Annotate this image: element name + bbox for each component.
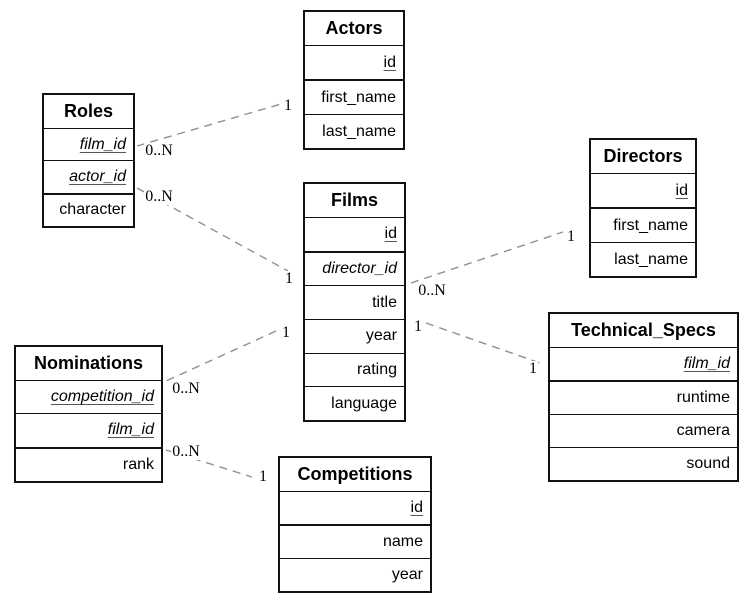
entity-table-nominations[interactable]: Nominations competition_id film_id rank	[14, 345, 163, 483]
field-films-year: year	[305, 319, 404, 353]
cardinality-films-nominations-many: 0..N	[171, 380, 201, 397]
entity-table-competitions[interactable]: Competitions id name year	[278, 456, 432, 593]
field-nominations-rank: rank	[16, 446, 161, 481]
field-nominations-competition-id: competition_id	[16, 380, 161, 413]
field-films-rating: rating	[305, 352, 404, 387]
entity-table-actors[interactable]: Actors id first_name last_name	[303, 10, 405, 150]
entity-table-films[interactable]: Films id director_id title year rating l…	[303, 182, 406, 422]
table-title-competitions: Competitions	[297, 464, 413, 484]
entity-table-roles[interactable]: Roles film_id actor_id character	[42, 93, 135, 228]
field-films-title: title	[305, 285, 404, 319]
field-directors-id: id	[591, 173, 695, 207]
cardinality-films-nominations-one: 1	[281, 324, 291, 341]
field-directors-last-name: last_name	[591, 242, 695, 276]
field-actors-id: id	[305, 45, 403, 79]
table-title-nominations: Nominations	[33, 353, 143, 373]
table-title-films: Films	[330, 190, 378, 210]
field-competitions-name: name	[280, 524, 430, 558]
field-technical-specs-film-id: film_id	[550, 347, 737, 380]
cardinality-films-technical-specs-one-a: 1	[413, 318, 423, 335]
cardinality-roles-actors-one: 1	[283, 97, 293, 114]
cardinality-nominations-competitions-many: 0..N	[171, 443, 201, 460]
field-competitions-id: id	[280, 491, 430, 524]
cardinality-roles-actors-many: 0..N	[144, 142, 174, 159]
cardinality-nominations-competitions-one: 1	[258, 468, 268, 485]
field-technical-specs-runtime: runtime	[550, 380, 737, 414]
field-directors-first-name: first_name	[591, 207, 695, 242]
cardinality-films-technical-specs-one-b: 1	[528, 360, 538, 377]
cardinality-films-directors-many: 0..N	[417, 282, 447, 299]
cardinality-roles-films-one: 1	[284, 270, 294, 287]
field-roles-film-id: film_id	[44, 128, 133, 160]
cardinality-films-directors-one: 1	[566, 228, 576, 245]
relationship-line-films-nominations	[165, 330, 277, 382]
field-actors-last-name: last_name	[305, 114, 403, 148]
table-title-roles: Roles	[63, 101, 114, 121]
table-title-technical-specs: Technical_Specs	[571, 320, 716, 340]
field-films-language: language	[305, 386, 404, 420]
field-technical-specs-sound: sound	[550, 447, 737, 480]
field-actors-first-name: first_name	[305, 79, 403, 114]
table-title-actors: Actors	[325, 18, 383, 38]
entity-table-technical-specs[interactable]: Technical_Specs film_id runtime camera s…	[548, 312, 739, 482]
field-technical-specs-camera: camera	[550, 414, 737, 447]
field-films-id: id	[305, 217, 404, 251]
entity-table-directors[interactable]: Directors id first_name last_name	[589, 138, 697, 278]
field-roles-character: character	[44, 192, 133, 226]
relationship-line-roles-actors	[136, 103, 282, 147]
table-title-directors: Directors	[603, 146, 683, 166]
field-competitions-year: year	[280, 558, 430, 591]
field-nominations-film-id: film_id	[16, 413, 161, 446]
field-roles-actor-id: actor_id	[44, 160, 133, 192]
relationship-line-films-technical-specs	[425, 322, 541, 364]
field-films-director-id: director_id	[305, 250, 404, 286]
cardinality-roles-films-many: 0..N	[144, 188, 174, 205]
relationship-line-films-directors	[410, 231, 564, 284]
